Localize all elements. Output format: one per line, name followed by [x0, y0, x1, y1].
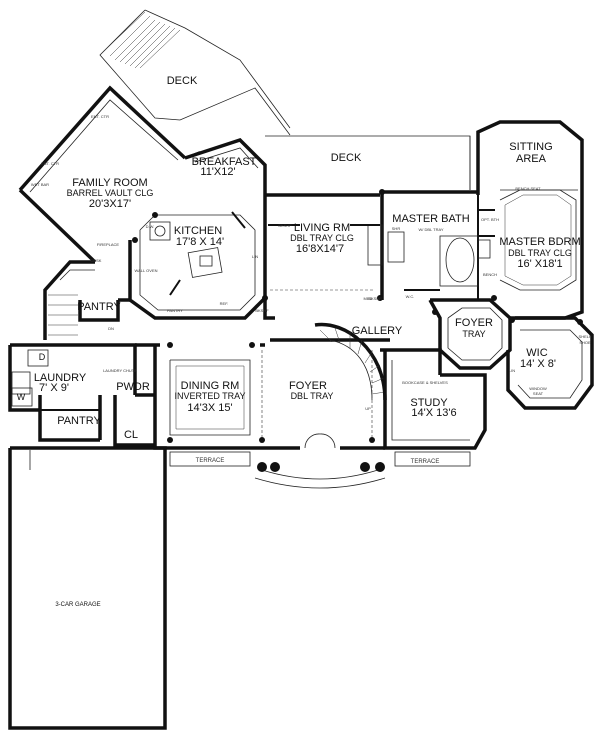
living-room-walls	[263, 193, 380, 320]
kitchen-pantry-note: PANTRY	[167, 308, 183, 313]
master-bdrm-label: MASTER BDRM	[499, 236, 580, 248]
bench-note: BENCH	[483, 272, 497, 277]
master-bath-sub: W/ DBL TRAY	[418, 227, 443, 232]
sitting-label: SITTING	[509, 141, 552, 153]
terrace-right-label: TERRACE	[411, 459, 440, 465]
kitchen-dim: 17'8 X 14'	[176, 236, 224, 248]
living-room-dim: 16'8X14'7	[296, 243, 344, 255]
deck-top-label: DECK	[167, 75, 198, 87]
foyer-tray-sub: TRAY	[462, 329, 485, 339]
wall-oven-note: WALL OVEN	[134, 268, 157, 273]
wic-dim: 14' X 8'	[520, 358, 556, 370]
ref-note: REF.	[220, 301, 229, 306]
foyer-tray-walls	[428, 298, 512, 370]
foyer-label: FOYER	[289, 380, 327, 392]
study-label: STUDY	[410, 397, 448, 409]
family-room-dim: 20'3X17'	[89, 198, 131, 210]
dw-note: D.W.	[146, 224, 155, 229]
master-bdrm-sub: DBL TRAY CLG	[508, 248, 572, 258]
laundry-dim: 7' X 9'	[39, 382, 69, 394]
family-room-label: FAMILY ROOM	[72, 177, 147, 189]
upper-deck	[99, 9, 291, 136]
kitchen-walls	[128, 182, 267, 320]
fireplace-note: FIREPLACE	[97, 242, 120, 247]
wic-linen-note: LIN	[509, 368, 515, 373]
wc-note: W.C.	[406, 294, 415, 299]
family-room-sub: BARREL VAULT CLG	[67, 188, 154, 198]
study-dim: 14'X 13'6	[411, 407, 456, 419]
kitchen-bookshelf-note: BKSHF	[255, 308, 269, 313]
garage-walls	[8, 446, 167, 730]
study-walls	[383, 350, 487, 450]
bookcase-note: BOOKCASE & SHELVES	[402, 380, 448, 385]
bench-seat-note: BENCH SEAT	[515, 186, 541, 191]
master-bath-label: MASTER BATH	[392, 213, 469, 225]
master-bath-walls	[367, 190, 495, 300]
columns	[132, 189, 583, 472]
middle-deck	[265, 135, 471, 190]
breakfast-walls	[184, 138, 267, 182]
med-note: MED	[364, 296, 373, 301]
upper-pantry-label: PANTRY	[77, 301, 121, 313]
down-note: DN	[108, 326, 114, 331]
up-note: UP	[365, 406, 371, 411]
breakfast-label: BREAKFAST	[192, 156, 257, 168]
shoe-note: SHOE	[579, 340, 591, 345]
deck-middle-label: DECK	[331, 152, 362, 164]
gallery-label: GALLERY	[352, 325, 403, 337]
living-room-sub: DBL TRAY CLG	[290, 233, 354, 243]
upper-pantry-walls	[43, 260, 130, 340]
window-seat-note-2: SEAT	[533, 391, 544, 396]
garage-label: 3-CAR GARAGE	[55, 602, 100, 608]
laundry-chute-note: LAUNDRY CHUTE	[103, 368, 137, 373]
living-bookshelf-note-2: BKSHF	[368, 296, 382, 301]
washer-label: W	[17, 392, 26, 402]
ent-ctr-note-1: ENT. CTR	[41, 161, 59, 166]
dining-room-dim: 14'3X 15'	[187, 402, 232, 414]
closet-label: CL	[124, 429, 138, 441]
dining-room-sub: INVERTED TRAY	[174, 391, 245, 401]
sitting-area-label: AREA	[516, 153, 547, 165]
terrace-left-label: TERRACE	[196, 458, 225, 464]
laundry-label: LAUNDRY	[34, 372, 87, 384]
opt-bath-note: OPT. BTH	[481, 217, 499, 222]
window-seat-note-1: WINDOW	[529, 386, 547, 391]
wet-bar-note: WET BAR	[31, 182, 49, 187]
kitchen-label: KITCHEN	[174, 225, 222, 237]
terraces	[169, 451, 471, 467]
living-room-label: LIVING RM	[294, 222, 350, 234]
linen-note: LIN	[252, 254, 258, 259]
desk-note: DESK	[91, 258, 102, 263]
dryer-label: D	[39, 352, 46, 362]
foyer-tray-label: FOYER	[455, 317, 493, 329]
lower-pantry-label: PANTRY	[57, 415, 101, 427]
foyer-walls	[254, 350, 386, 489]
foyer-sub: DBL TRAY	[291, 391, 334, 401]
shower-note: SHR	[392, 226, 401, 231]
dining-room-label: DINING RM	[181, 380, 240, 392]
master-bdrm-dim: 16' X18'1	[517, 258, 562, 270]
breakfast-dim: 11'X12'	[200, 166, 235, 178]
living-bookshelf-note: BKSHF	[278, 223, 292, 228]
ent-ctr-note-2: ENT. CTR	[91, 114, 109, 119]
powder-room-label: PWDR	[116, 381, 150, 393]
shelf-note: SHELF	[579, 334, 592, 339]
wic-label: WIC	[526, 347, 547, 359]
